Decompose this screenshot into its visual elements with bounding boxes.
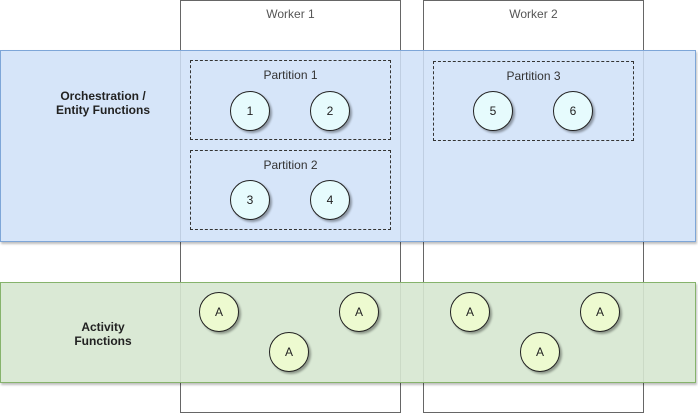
partition-2: Partition 2 — [190, 150, 391, 230]
partition-1-label: Partition 1 — [263, 68, 318, 82]
partition-3-label: Partition 3 — [506, 69, 561, 83]
activity-node: A — [450, 292, 490, 332]
partition-2-label: Partition 2 — [263, 158, 318, 172]
activity-node: A — [580, 292, 620, 332]
entity-node-1: 1 — [230, 91, 270, 131]
activity-functions-label: Activity Functions — [74, 320, 132, 348]
entity-node-2: 2 — [310, 91, 350, 131]
entity-node-5: 5 — [473, 91, 513, 131]
activity-node: A — [520, 332, 560, 372]
orchestration-entity-label: Orchestration / Entity Functions — [56, 89, 150, 117]
activity-node: A — [269, 332, 309, 372]
worker-1-label: Worker 1 — [266, 7, 315, 21]
worker-2-label: Worker 2 — [509, 7, 558, 21]
partition-1: Partition 1 — [190, 60, 391, 140]
entity-node-4: 4 — [310, 180, 350, 220]
activity-node: A — [339, 292, 379, 332]
activity-node: A — [199, 292, 239, 332]
partition-3: Partition 3 — [433, 61, 634, 141]
orchestration-entity-band: Orchestration / Entity Functions — [0, 50, 696, 242]
entity-node-6: 6 — [553, 91, 593, 131]
entity-node-3: 3 — [230, 180, 270, 220]
